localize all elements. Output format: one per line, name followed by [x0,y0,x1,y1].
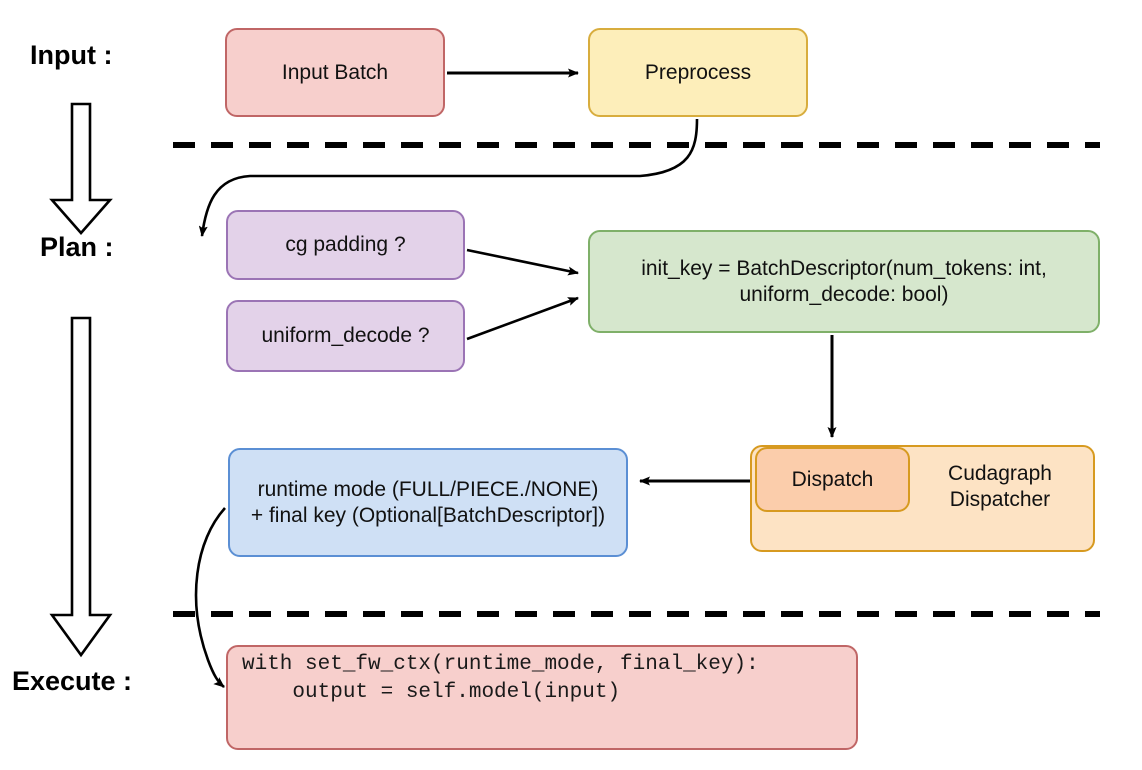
arrow-uniform-decode-to-init-key [466,296,579,341]
node-input-batch[interactable]: Input Batch [225,28,445,117]
stage-label-execute: Execute : [12,666,133,696]
stage-label-plan: Plan : [40,232,114,262]
node-execute-code-line1: with set_fw_ctx(runtime_mode, final_key)… [242,653,759,676]
node-dispatch[interactable]: Dispatch [755,447,910,512]
node-runtime-mode[interactable]: runtime mode (FULL/PIECE./NONE) + final … [228,448,628,557]
node-cudagraph-dispatcher-text: Cudagraph Dispatcher [925,461,1075,512]
arrow-runtime-mode-to-execute [194,507,226,688]
stage-label-input: Input : [30,40,113,70]
arrow-cg-padding-to-init-key [466,248,579,276]
node-execute-code[interactable]: with set_fw_ctx(runtime_mode, final_key)… [226,645,858,750]
node-uniform-decode-label: uniform_decode ? [261,324,430,348]
node-runtime-mode-text: runtime mode (FULL/PIECE./NONE) + final … [251,477,605,528]
node-cg-padding-label: cg padding ? [285,233,406,257]
node-dispatch-label: Dispatch [791,467,874,491]
node-input-batch-label: Input Batch [281,60,389,84]
node-cudagraph-dispatcher-line2: Dispatcher [949,487,1051,511]
node-init-key-line1: init_key = BatchDescriptor(num_tokens: i… [641,256,1047,280]
node-init-key-text: init_key = BatchDescriptor(num_tokens: i… [641,256,1047,307]
plan-to-execute-stage-arrow [49,316,113,658]
node-init-key-line2: uniform_decode: bool) [739,282,949,306]
node-preprocess[interactable]: Preprocess [588,28,808,117]
arrow-preprocess-to-cg-padding [198,118,699,237]
input-to-plan-stage-arrow [49,102,113,235]
node-cudagraph-dispatcher-line1: Cudagraph [948,462,1052,485]
node-uniform-decode[interactable]: uniform_decode ? [226,300,465,372]
node-runtime-mode-line2: + final key (Optional[BatchDescriptor]) [250,503,606,527]
node-preprocess-label: Preprocess [644,60,752,84]
node-execute-code-line2: output = self.model(input) [242,681,621,705]
node-cg-padding[interactable]: cg padding ? [226,210,465,280]
node-runtime-mode-line1: runtime mode (FULL/PIECE./NONE) [257,477,599,501]
node-init-key[interactable]: init_key = BatchDescriptor(num_tokens: i… [588,230,1100,333]
